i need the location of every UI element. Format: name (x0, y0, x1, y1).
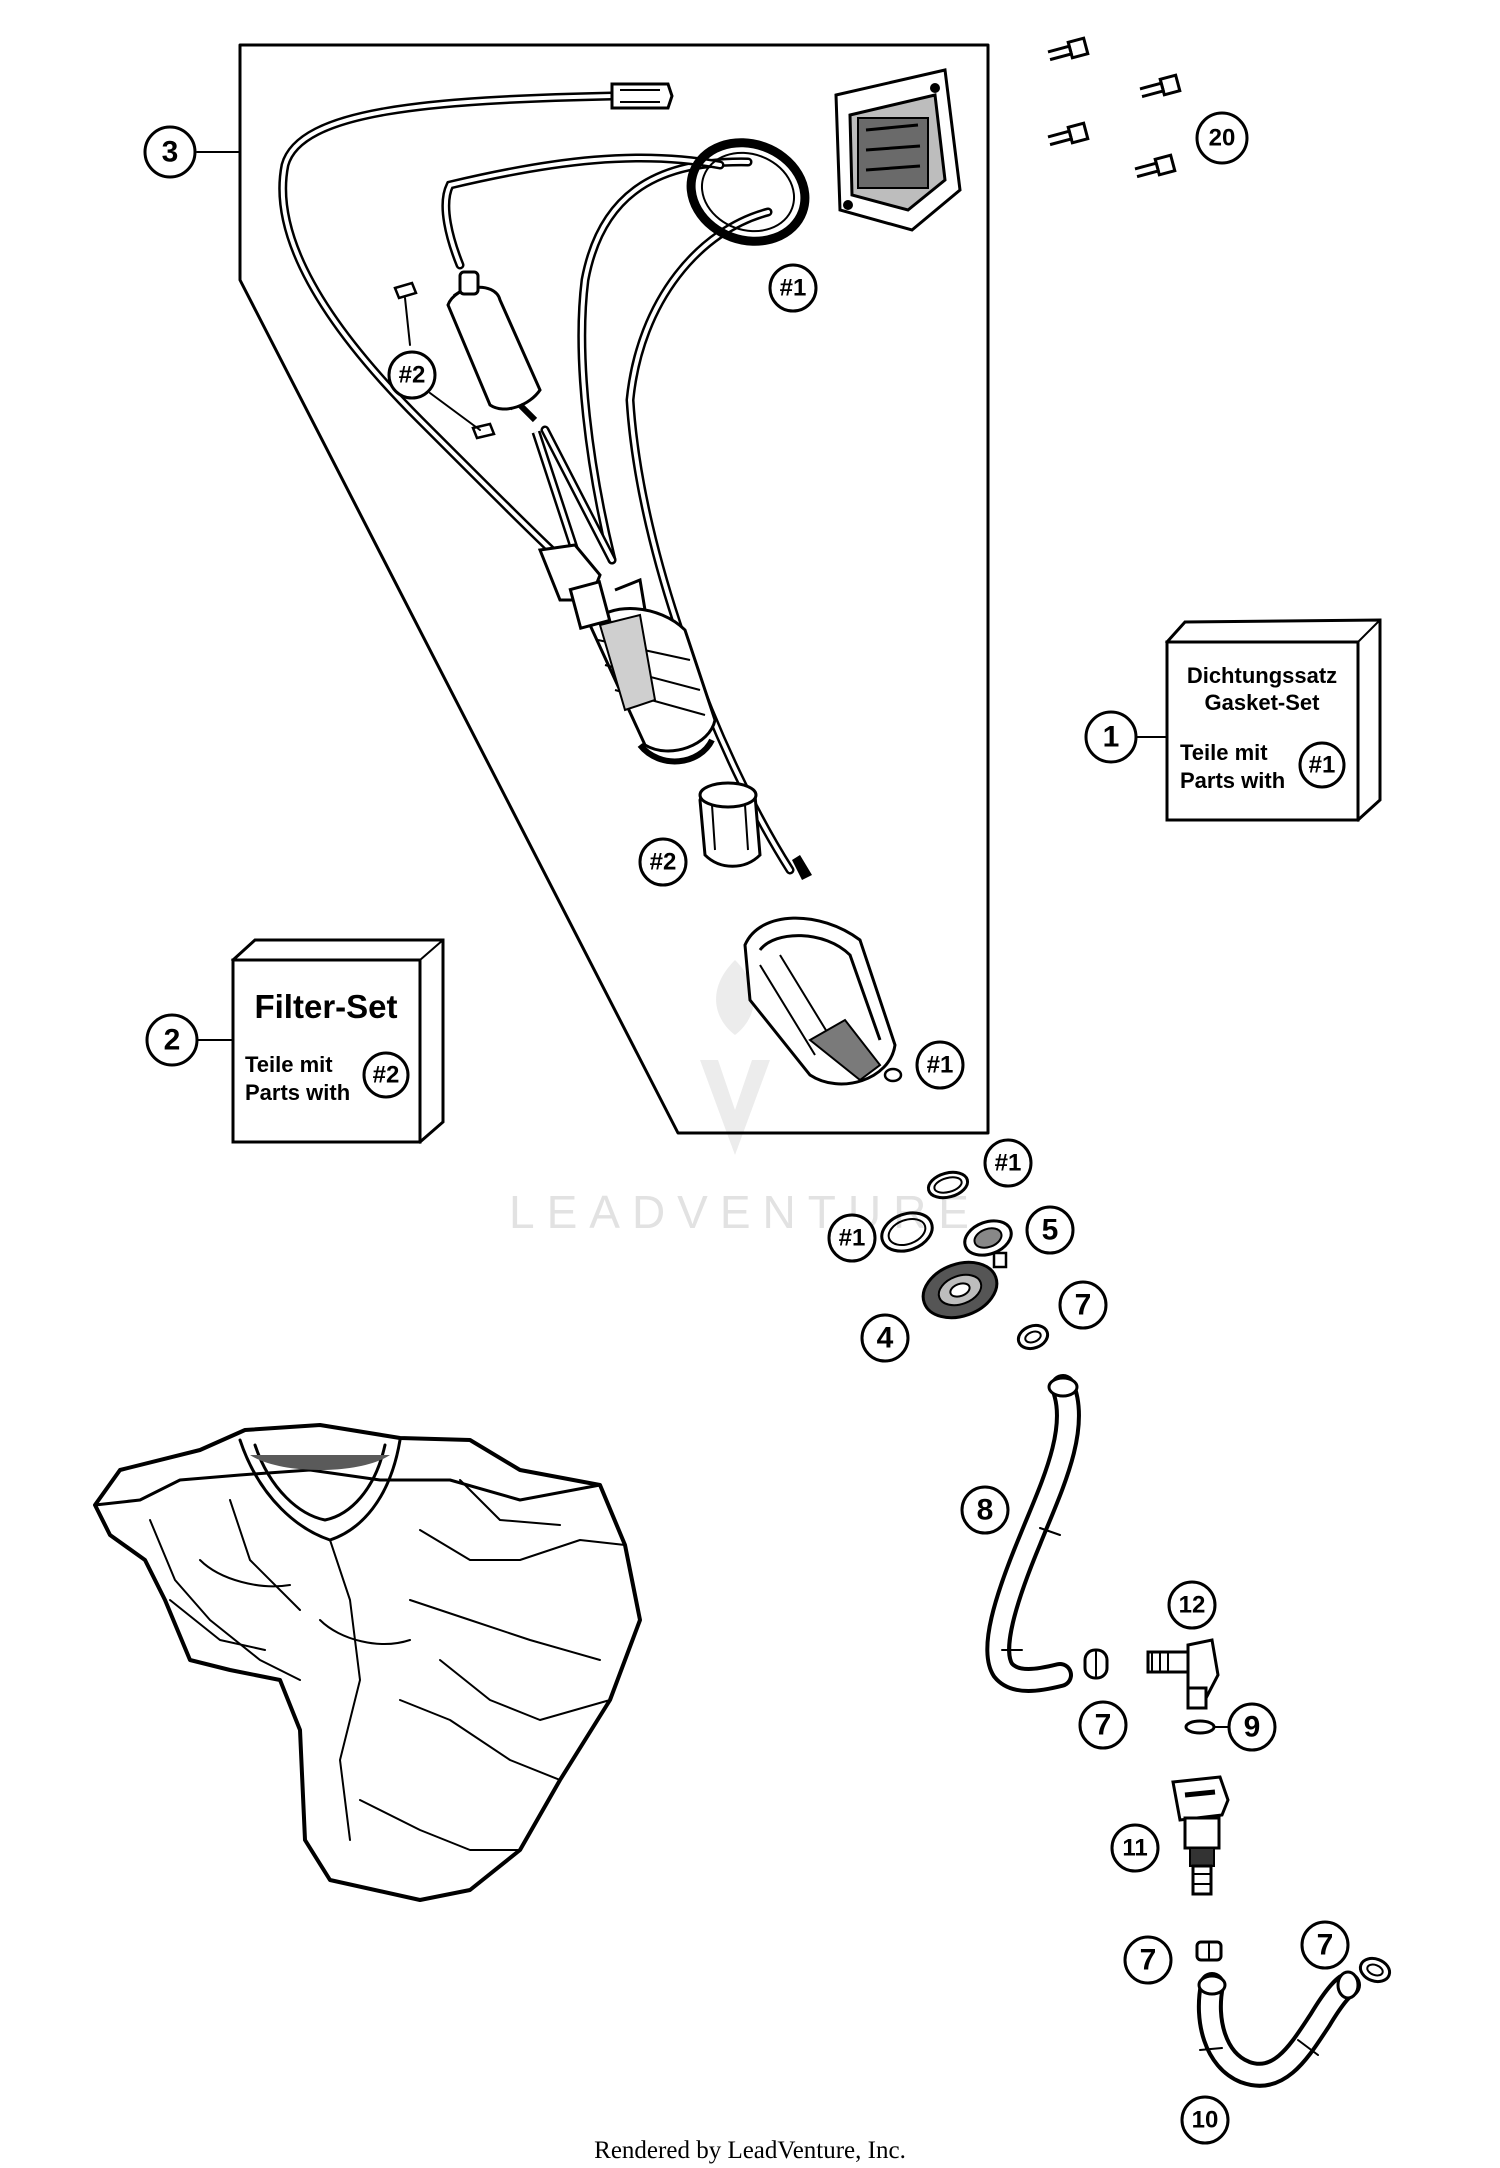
hose-clamp-7c (1195, 1940, 1223, 1962)
svg-text:20: 20 (1209, 125, 1236, 152)
svg-text:12: 12 (1179, 1592, 1206, 1619)
gasket-set-title-en: Gasket-Set (1205, 690, 1321, 715)
watermark-text: LEADVENTURE (509, 1186, 981, 1238)
pump-flange-connector (834, 68, 962, 232)
fuel-hose-10 (1196, 1970, 1361, 2088)
svg-text:7: 7 (1140, 1944, 1157, 1977)
filter-set-kit-marker (362, 1051, 410, 1099)
kit-marker-2-filter: #2 (387, 350, 437, 400)
gasket-set-kit-label: #1 (1309, 752, 1336, 779)
fuel-tank (93, 1423, 642, 1902)
filter-set-line-en: Parts with (245, 1080, 350, 1105)
svg-text:#2: #2 (399, 362, 426, 389)
callout-7d: 7 (1300, 1920, 1350, 1970)
callout-8: 8 (960, 1485, 1010, 1535)
callout-5: 5 (1025, 1205, 1075, 1255)
filter-sleeve (698, 781, 762, 868)
hose-clamp-7b (1083, 1648, 1109, 1680)
filter-set-box: Filter-Set Teile mit Parts with #2 (230, 938, 445, 1145)
gasket-set-title-de: Dichtungssatz (1187, 663, 1337, 688)
callout-11: 11 (1110, 1823, 1160, 1873)
kit-marker-1-oring-b: #1 (827, 1213, 877, 1263)
callout-2: 2 (145, 1013, 199, 1067)
kit-marker-1-pump: #1 (915, 1040, 965, 1090)
callout-9: 9 (1227, 1702, 1277, 1752)
flange-gasket-ring (686, 138, 810, 246)
svg-text:7: 7 (1317, 1929, 1334, 1962)
callout-3: 3 (143, 125, 197, 179)
gasket-set-kit-marker (1298, 741, 1346, 789)
kit-marker-2-sleeve: #2 (638, 837, 688, 887)
level-sensor-housing (743, 855, 903, 1086)
callout-10: 10 (1180, 2095, 1230, 2145)
elbow-connector-12 (1146, 1638, 1220, 1710)
gasket-set-line-en: Parts with (1180, 768, 1285, 793)
leadventure-watermark: LEADVENTURE (509, 960, 981, 1238)
callout-7b: 7 (1078, 1700, 1128, 1750)
hose-clamp-7d (1358, 1956, 1392, 1984)
callout-4: 4 (860, 1313, 910, 1363)
svg-text:7: 7 (1075, 1289, 1092, 1322)
callout-12: 12 (1167, 1580, 1217, 1630)
flange-part-4 (921, 1260, 999, 1320)
svg-text:#1: #1 (839, 1225, 866, 1252)
filter-set-line-de: Teile mit (245, 1052, 333, 1077)
quick-coupling-11 (1171, 1775, 1230, 1896)
footer-credit: Rendered by LeadVenture, Inc. (594, 2137, 906, 2164)
svg-text:8: 8 (977, 1494, 994, 1527)
svg-text:#1: #1 (995, 1150, 1022, 1177)
o-ring-9 (1184, 1719, 1216, 1735)
callout-20: 20 (1195, 111, 1249, 165)
svg-text:7: 7 (1095, 1709, 1112, 1742)
filter-set-title: Filter-Set (254, 988, 397, 1025)
fuel-pump-assembly-frame (238, 43, 990, 1135)
svg-text:9: 9 (1244, 1711, 1261, 1744)
svg-text:5: 5 (1042, 1214, 1059, 1247)
callout-7a: 7 (1058, 1280, 1108, 1330)
o-ring-small (926, 1170, 970, 1200)
o-ring-large (880, 1211, 934, 1253)
svg-text:#1: #1 (927, 1052, 954, 1079)
gasket-set-box: Dichtungssatz Gasket-Set Teile mit Parts… (1164, 618, 1382, 823)
filter-set-kit-label: #2 (373, 1062, 400, 1089)
svg-text:#2: #2 (650, 849, 677, 876)
svg-text:10: 10 (1192, 2107, 1219, 2134)
callout-1: 1 (1084, 710, 1138, 764)
inline-fuel-filter (446, 270, 583, 562)
fuel-pump-wiring (278, 82, 795, 875)
svg-text:#1: #1 (780, 275, 807, 302)
callout-7c: 7 (1123, 1935, 1173, 1985)
svg-text:11: 11 (1122, 1835, 1147, 1862)
svg-text:2: 2 (164, 1024, 181, 1057)
svg-text:3: 3 (162, 136, 179, 169)
gasket-set-line-de: Teile mit (1180, 740, 1268, 765)
flange-bolts (1047, 36, 1182, 179)
hose-clamp-7a (1016, 1323, 1050, 1351)
fuel-nipple-part-5 (963, 1219, 1013, 1269)
kit-marker-1-oring-a: #1 (983, 1138, 1033, 1188)
fuel-pump-body (537, 543, 717, 765)
svg-text:4: 4 (877, 1322, 894, 1355)
svg-text:1: 1 (1103, 721, 1120, 754)
fuel-hose-8 (985, 1374, 1081, 1693)
filter-clips (393, 281, 496, 440)
kit-marker-1-top: #1 (768, 263, 818, 313)
